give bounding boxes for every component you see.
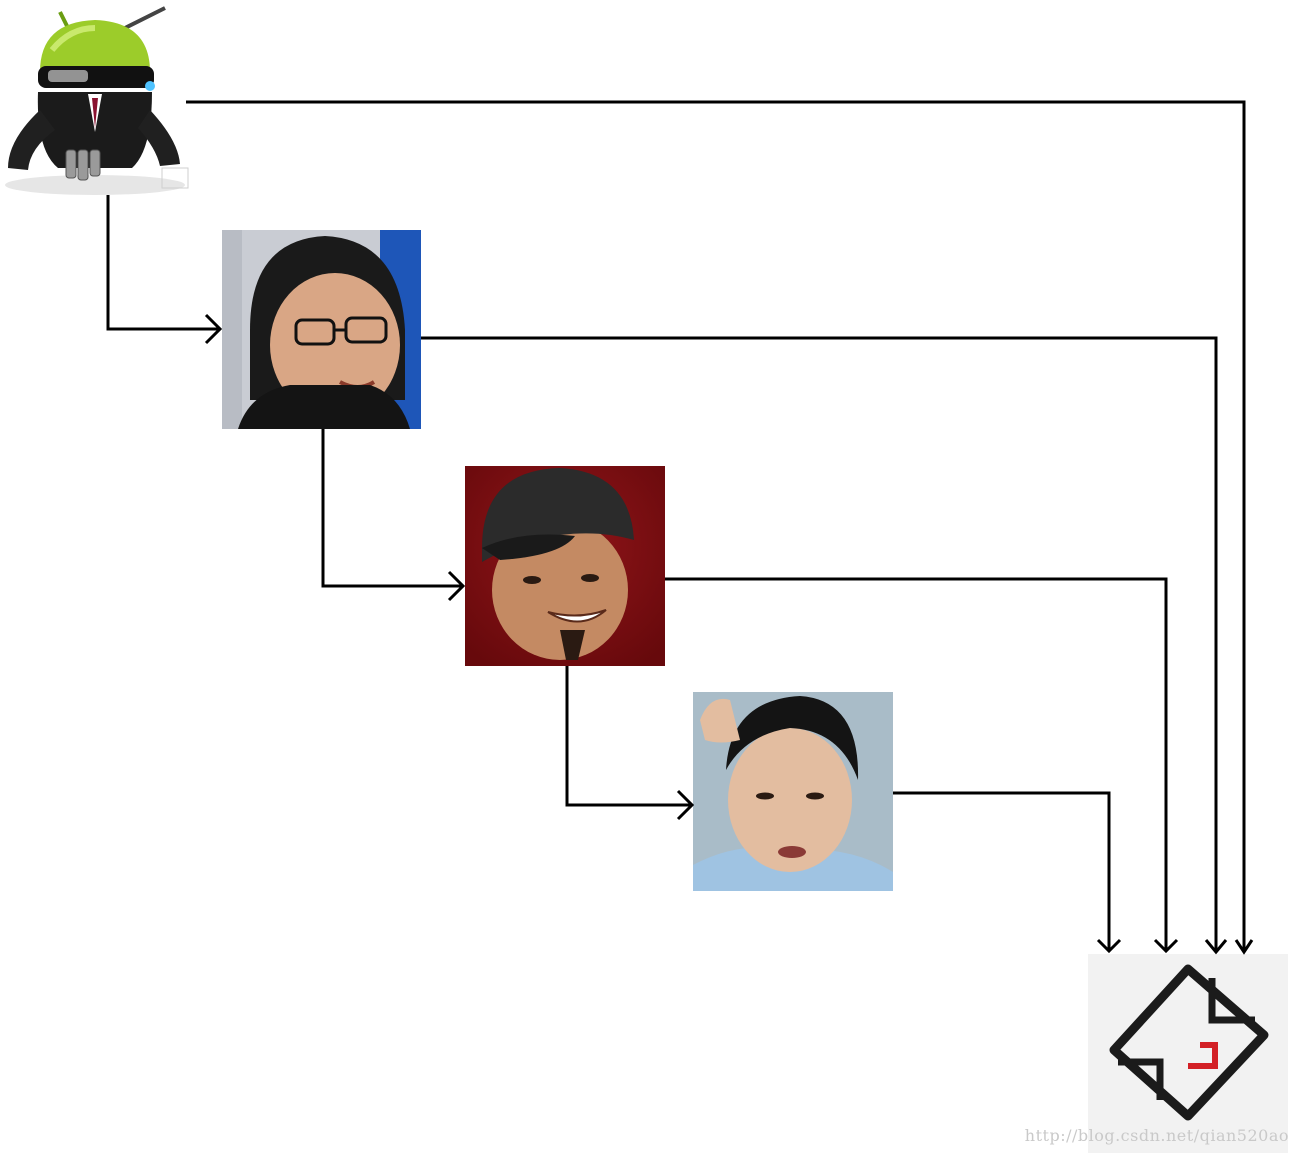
envelope-logo-icon [1088, 954, 1288, 1153]
young-man-photo [693, 692, 893, 891]
edge-person2-to-person3 [565, 666, 695, 821]
watermark: http://blog.csdn.net/qian520ao [1024, 1126, 1289, 1145]
edge-person3-to-target [893, 791, 1122, 954]
edge-person1-to-person2 [321, 429, 466, 602]
woman-with-glasses-photo [222, 230, 421, 429]
edge-person2-to-target [665, 577, 1179, 954]
android-mascot-icon [5, 6, 189, 195]
edge-android-to-person1 [106, 195, 223, 345]
edge-person1-to-target [421, 336, 1228, 955]
edge-android-to-target [186, 100, 1254, 955]
man-with-cap-photo [465, 466, 665, 666]
